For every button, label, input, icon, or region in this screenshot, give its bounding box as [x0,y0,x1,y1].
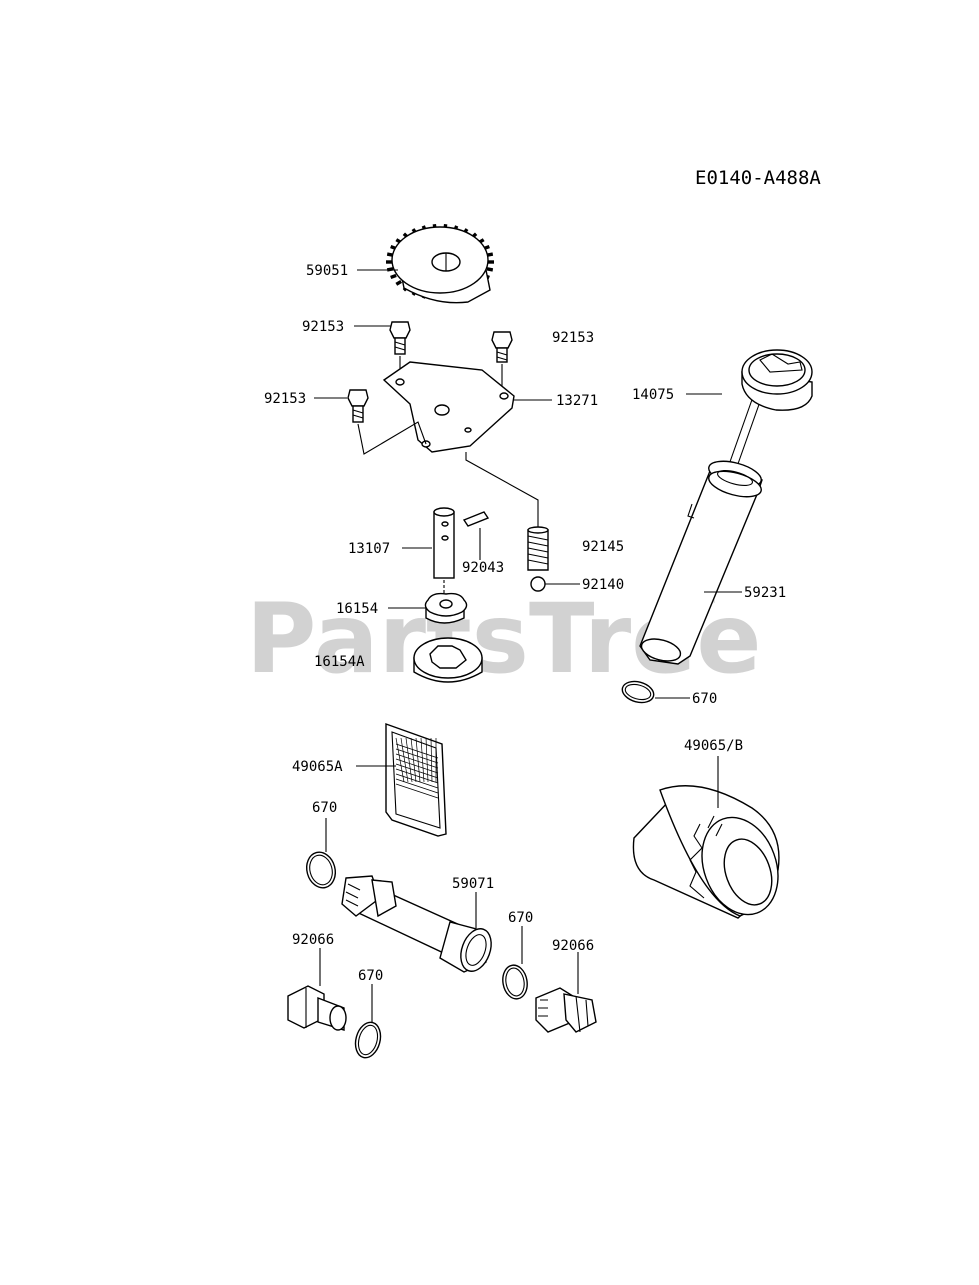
label-92153-a[interactable]: 92153 [302,319,344,335]
mesh-line [395,778,439,794]
mesh-line [405,737,413,783]
drive-gear-part[interactable] [386,223,494,304]
o-ring-part[interactable] [500,963,530,1001]
drain-plug-part[interactable] [287,985,347,1031]
label-92140[interactable]: 92140 [582,577,624,593]
label-92153-b[interactable]: 92153 [552,330,594,346]
pin-part[interactable] [462,511,490,527]
label-59051[interactable]: 59051 [306,263,348,279]
bolt-part[interactable] [389,321,411,355]
filter-pipe-part[interactable] [341,875,497,975]
drain-plug-part[interactable] [535,987,597,1033]
oil-filter-part[interactable] [632,785,791,926]
mesh-line [430,737,433,783]
label-13107[interactable]: 13107 [348,541,390,557]
inner-rotor-part[interactable] [424,592,468,624]
pump-cover-plate-part[interactable] [382,361,515,453]
label-92153-c[interactable]: 92153 [264,391,306,407]
mesh-line [420,737,425,783]
label-670-b[interactable]: 670 [312,800,337,816]
label-16154A[interactable]: 16154A [314,654,365,670]
gear-tooth [486,267,494,272]
label-13271[interactable]: 13271 [556,393,598,409]
o-ring-part[interactable] [303,849,339,891]
mesh-line [415,737,421,783]
label-670-d[interactable]: 670 [358,968,383,984]
gear-tooth [395,279,403,286]
label-92066-a[interactable]: 92066 [292,932,334,948]
leader-plate-to-spring [465,452,539,528]
label-49065A[interactable]: 49065A [292,759,343,775]
mesh-line [395,763,439,779]
oil-filler-tube-part[interactable] [639,456,764,665]
mesh-line [395,758,439,774]
mesh-line [410,737,417,783]
ball-part[interactable] [530,576,546,592]
label-16154[interactable]: 16154 [336,601,378,617]
o-ring-part[interactable] [620,678,656,706]
label-670-a[interactable]: 670 [692,691,717,707]
mesh-line [395,768,439,784]
mesh-line [395,773,439,789]
mesh-line [395,748,439,764]
label-59071[interactable]: 59071 [452,876,494,892]
mesh-line [395,753,439,769]
diagram-code: E0140-A488A [695,167,821,189]
mesh-line [395,783,439,799]
pump-shaft-part[interactable] [433,507,455,579]
spring-part[interactable] [527,526,549,571]
o-ring-part[interactable] [352,1020,384,1061]
label-49065B[interactable]: 49065/B [684,738,743,754]
oil-screen-part[interactable] [385,723,447,837]
label-92066-b[interactable]: 92066 [552,938,594,954]
dipstick-cap-part[interactable] [719,349,813,501]
label-59231[interactable]: 59231 [744,585,786,601]
mesh-line [425,737,429,783]
gear-tooth [390,273,397,280]
bolt-part[interactable] [491,331,513,363]
label-92043[interactable]: 92043 [462,560,504,576]
label-92145[interactable]: 92145 [582,539,624,555]
label-14075[interactable]: 14075 [632,387,674,403]
label-670-c[interactable]: 670 [508,910,533,926]
leader-bolt-c-to-plate [357,421,427,455]
bolt-part[interactable] [347,389,369,423]
outer-rotor-part[interactable] [413,637,483,683]
mesh-line [400,737,409,783]
